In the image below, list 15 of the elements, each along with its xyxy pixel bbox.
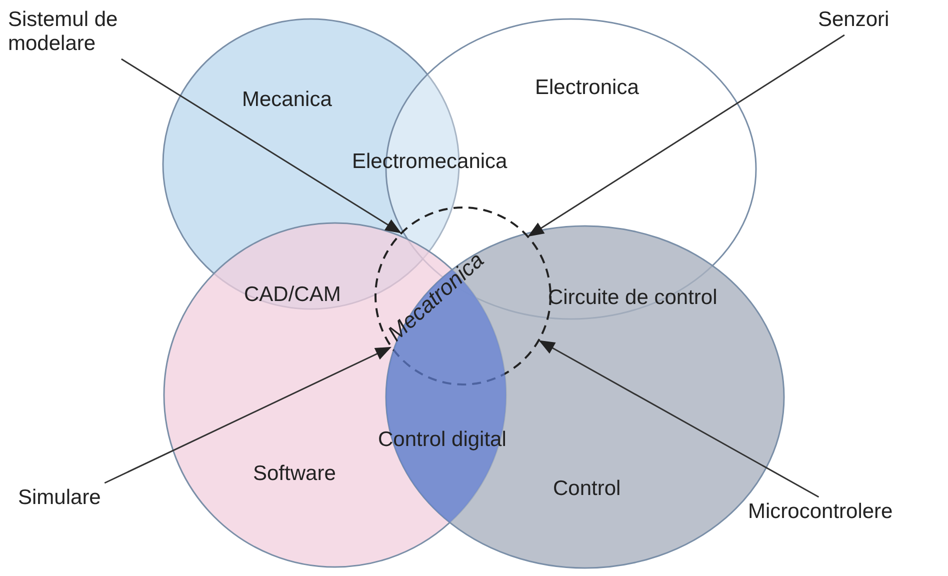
leader-line bbox=[121, 58, 402, 234]
callout-label: Sistemul de modelare bbox=[8, 8, 148, 56]
leader-line bbox=[538, 340, 820, 498]
leader-line bbox=[528, 34, 845, 237]
leader-line bbox=[104, 346, 392, 484]
overlap-label: CAD/CAM bbox=[244, 283, 341, 307]
region-label: Control bbox=[553, 477, 621, 501]
region-label: Software bbox=[253, 462, 336, 486]
region-label: Electronica bbox=[535, 76, 639, 100]
callout-label: Senzori bbox=[818, 8, 918, 32]
region-label: Mecanica bbox=[242, 88, 332, 112]
callout-label: Simulare bbox=[18, 486, 128, 510]
overlap-label: Electromecanica bbox=[352, 150, 508, 174]
overlap-label: Circuite de control bbox=[548, 286, 718, 310]
callout-label: Microcontrolere bbox=[748, 500, 943, 524]
